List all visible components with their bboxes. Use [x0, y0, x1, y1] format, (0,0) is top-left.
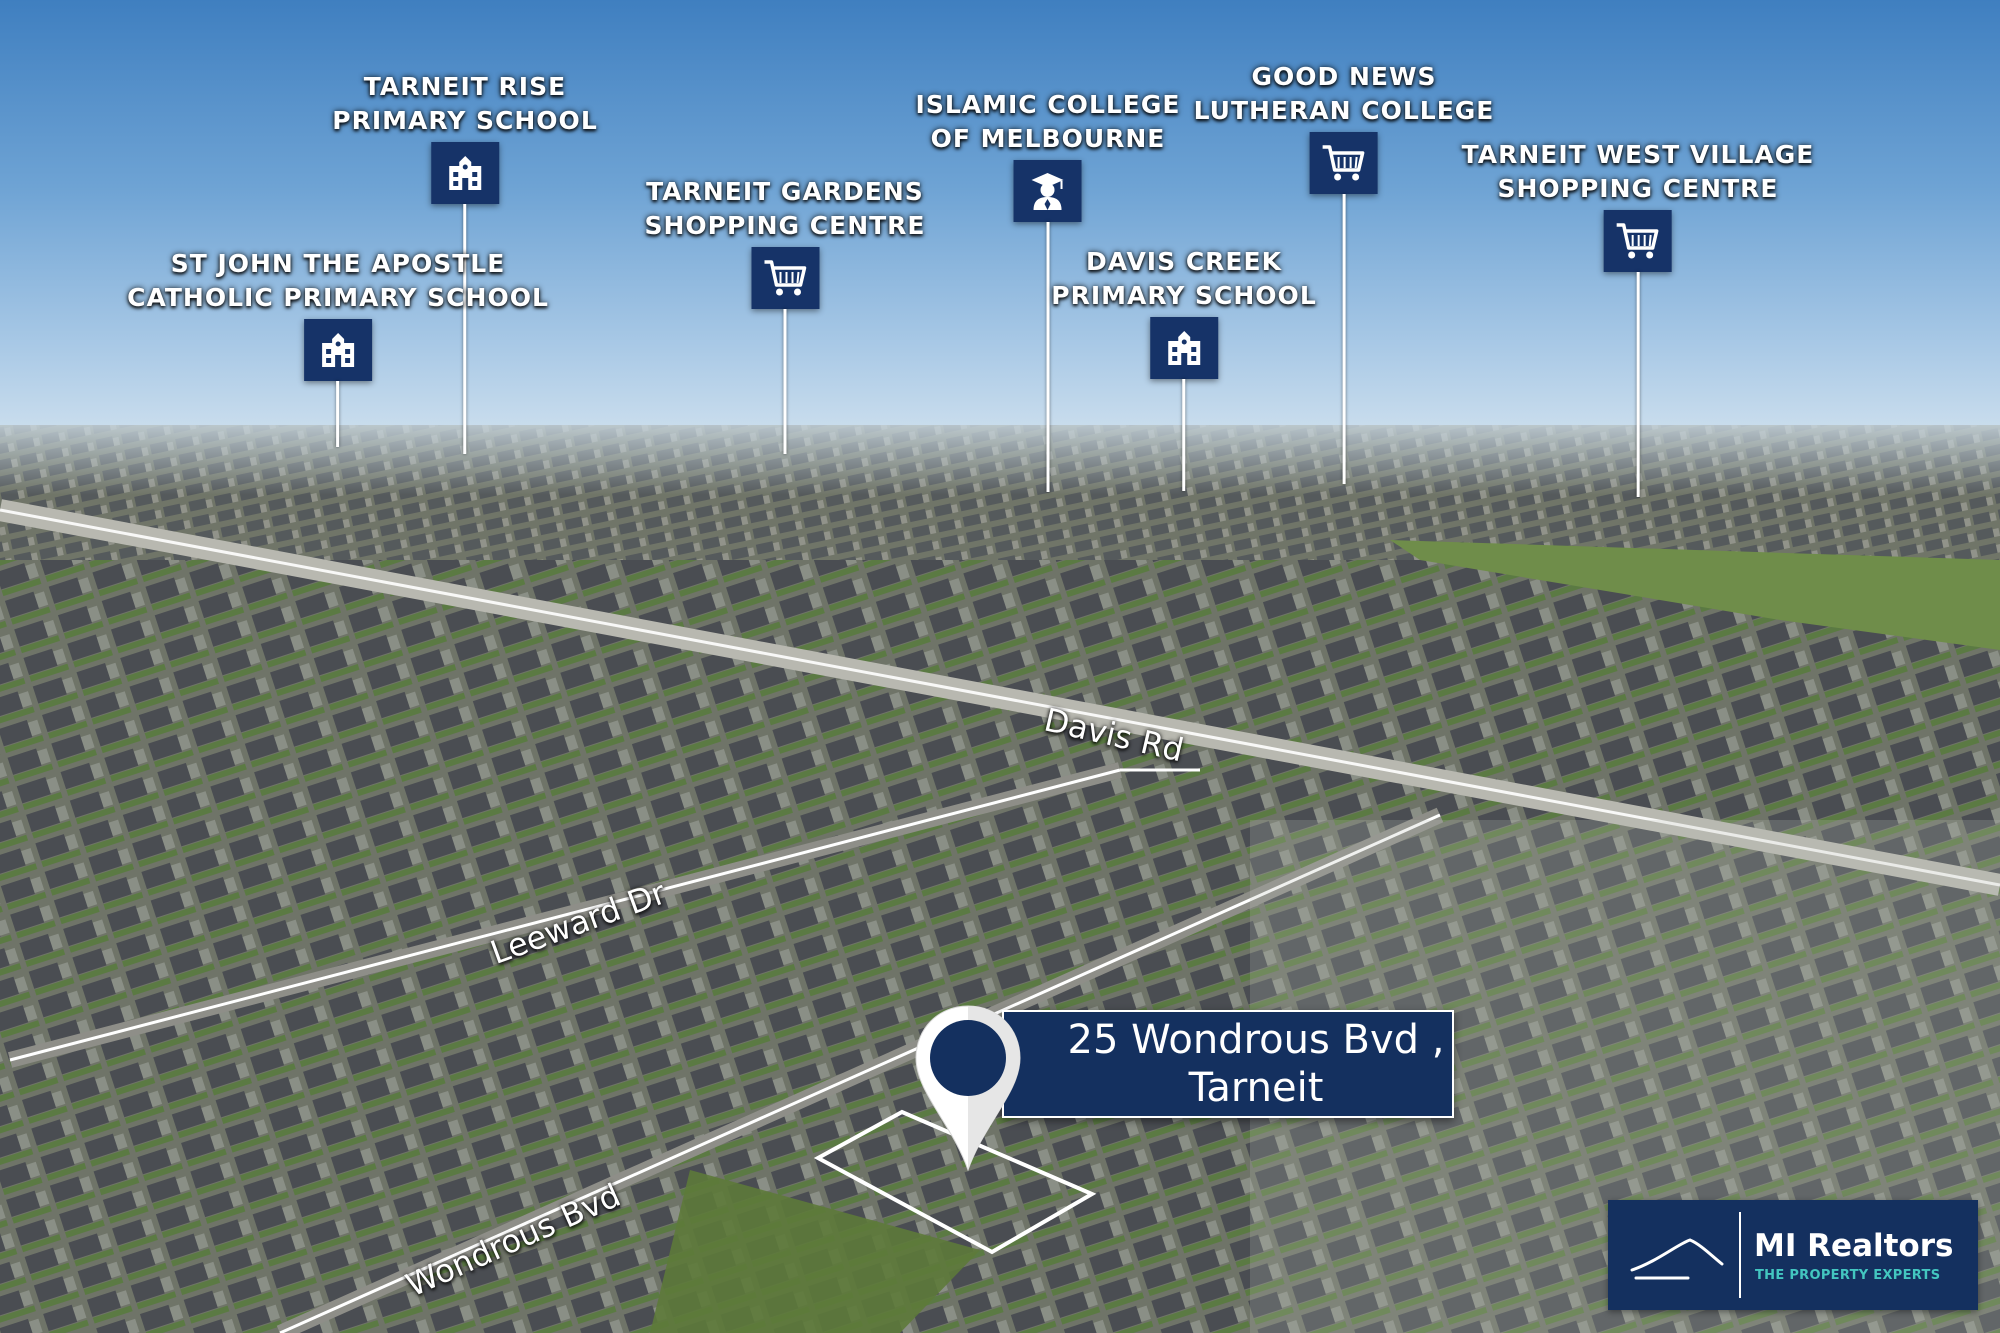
poi-islamic-college-of-melbourne: ISLAMIC COLLEGE OF MELBOURNE [916, 88, 1181, 492]
poi-st-john-the-apostle-school: ST JOHN THE APOSTLE CATHOLIC PRIMARY SCH… [127, 247, 549, 447]
poi-stem [1342, 194, 1346, 484]
poi-label: ST JOHN THE APOSTLE CATHOLIC PRIMARY SCH… [127, 249, 549, 312]
location-pin-icon [915, 1005, 1021, 1172]
property-address-callout: 25 Wondrous Bvd , Tarneit [1002, 1010, 1454, 1118]
address-line-street: 25 Wondrous Bvd , [1067, 1017, 1445, 1063]
poi-tarneit-gardens-shopping-centre: TARNEIT GARDENS SHOPPING CENTRE [644, 175, 925, 454]
roof-icon [1630, 1238, 1724, 1280]
poi-label: TARNEIT GARDENS SHOPPING CENTRE [644, 177, 926, 240]
poi-stem [463, 204, 467, 454]
school-icon [304, 319, 372, 381]
poi-tarneit-rise-primary-school: TARNEIT RISE PRIMARY SCHOOL [332, 70, 598, 454]
graduate-icon [1013, 160, 1082, 222]
poi-stem [1182, 379, 1186, 491]
poi-tarneit-west-village-shopping-centre: TARNEIT WEST VILLAGE SHOPPING CENTRE [1462, 138, 1815, 497]
school-icon [430, 142, 499, 204]
shopping-cart-icon [1604, 210, 1672, 272]
brand-tagline: THE PROPERTY EXPERTS [1755, 1268, 1941, 1283]
address-line-suburb: Tarneit [1188, 1065, 1324, 1111]
poi-label: DAVIS CREEK PRIMARY SCHOOL [1051, 247, 1317, 310]
shopping-cart-icon [1309, 132, 1378, 194]
poi-good-news-lutheran-college: GOOD NEWS LUTHERAN COLLEGE [1194, 60, 1495, 484]
poi-davis-creek-primary-school: DAVIS CREEK PRIMARY SCHOOL [1051, 245, 1317, 491]
shopping-cart-icon [750, 247, 819, 309]
poi-label: ISLAMIC COLLEGE OF MELBOURNE [915, 90, 1181, 153]
poi-label: TARNEIT WEST VILLAGE SHOPPING CENTRE [1461, 140, 1815, 203]
logo-divider [1739, 1212, 1741, 1298]
poi-label: GOOD NEWS LUTHERAN COLLEGE [1193, 62, 1495, 125]
poi-stem [783, 309, 787, 454]
poi-stem [1636, 272, 1640, 497]
poi-label: TARNEIT RISE PRIMARY SCHOOL [332, 72, 598, 135]
poi-stem [1046, 222, 1050, 492]
brand-logo: MI Realtors THE PROPERTY EXPERTS [1608, 1200, 1978, 1310]
school-icon [1149, 317, 1218, 379]
brand-name: MI Realtors [1754, 1228, 1954, 1264]
poi-stem [336, 381, 340, 447]
